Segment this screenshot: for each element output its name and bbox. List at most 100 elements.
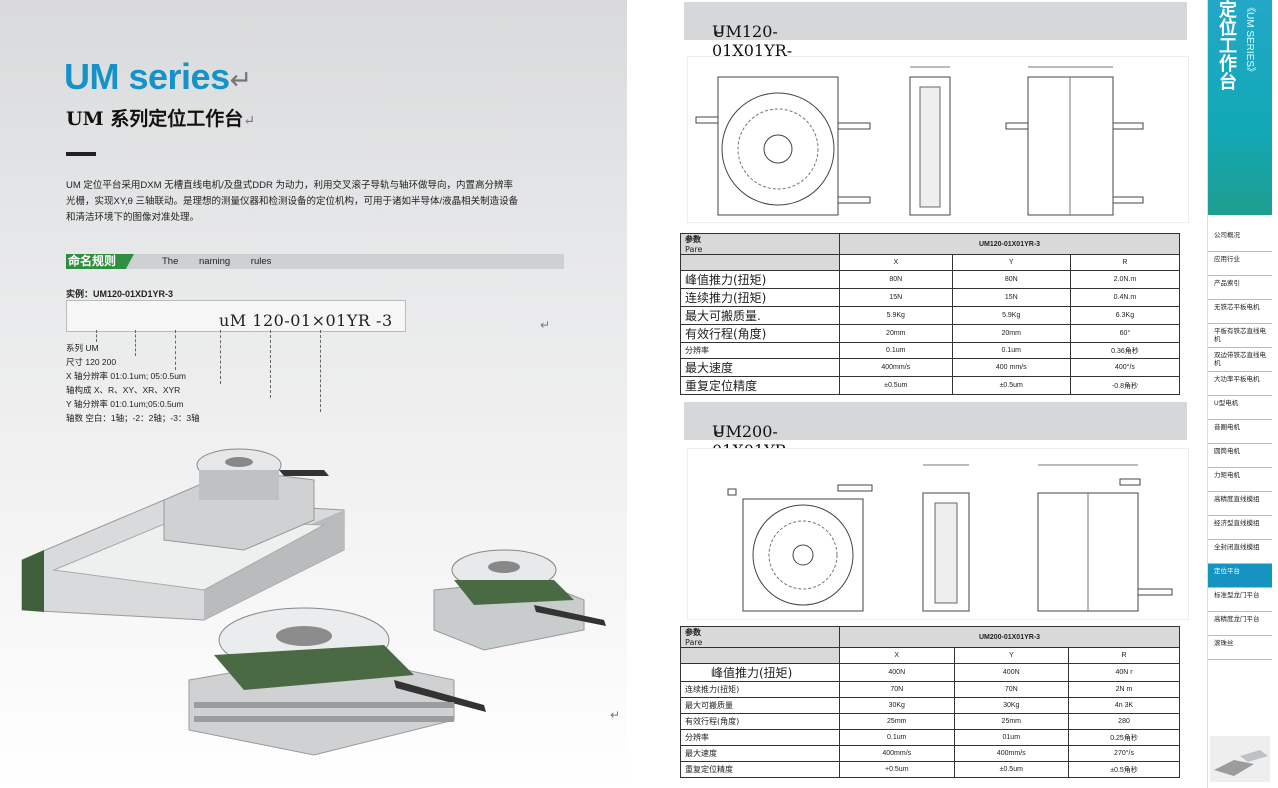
axis-head: X xyxy=(839,647,955,664)
pointer-line xyxy=(320,330,321,412)
side-nav-item[interactable]: 全封闭直线模组 xyxy=(1208,540,1272,564)
left-page: UM series↵ UM 系列定位工作台↵ UM 定位平台采用DXM 无槽直线… xyxy=(0,0,627,788)
def-item: 系列 UM xyxy=(66,343,99,353)
row-label: 峰值推力(扭矩) xyxy=(680,270,840,289)
cell-x: 30Kg xyxy=(839,697,955,714)
def-item: 轴构成 X、R、XY、XR、XYR xyxy=(66,385,181,395)
pointer-line xyxy=(135,330,136,356)
side-nav-item[interactable]: 无铁芯平板电机 xyxy=(1208,300,1272,324)
def-item: X 轴分辨率 01:0.1um; 05:0.5um xyxy=(66,371,186,381)
side-nav-item[interactable]: 圆筒电机 xyxy=(1208,444,1272,468)
dimension-drawing-um120 xyxy=(687,56,1189,223)
cell-r: -0.8角秒 xyxy=(1069,376,1181,395)
cell-y: 400 mm/s xyxy=(951,358,1071,377)
side-nav-item[interactable]: 音圈电机 xyxy=(1208,420,1272,444)
side-nav-item[interactable]: 产品索引 xyxy=(1208,276,1272,300)
axis-head: X xyxy=(839,254,953,271)
axis-head: R xyxy=(1069,254,1181,271)
def-item: 轴数 空白：1轴；-2：2轴；-3：3轴 xyxy=(66,413,200,423)
side-nav-item[interactable]: 高精度直线模组 xyxy=(1208,492,1272,516)
blank-cell xyxy=(680,254,840,271)
page-subtitle: UM 系列定位工作台↵ xyxy=(66,108,256,130)
cell-x: +0.5um xyxy=(839,761,955,778)
naming-tag: 命名规则 xyxy=(66,254,135,269)
row-label: 最大速度 xyxy=(680,745,840,762)
cell-y: 15N xyxy=(951,288,1071,307)
cell-x: 400N xyxy=(839,663,955,682)
side-nav-item[interactable]: 平板有铁芯直线电机 xyxy=(1208,324,1272,348)
row-label: 最大速度 xyxy=(680,358,840,377)
row-label: 重复定位精度 xyxy=(680,761,840,778)
pointer-line xyxy=(175,330,176,370)
model-code: uM 120-01×01YR -3 xyxy=(219,311,393,330)
page-title: UM series↵ xyxy=(64,56,252,97)
cell-r: 400°/s xyxy=(1069,358,1181,377)
axis-head: Y xyxy=(953,647,1070,664)
side-nav-item[interactable]: 高精度龙门平台 xyxy=(1208,612,1272,636)
side-nav-item[interactable]: 滚珠丝 xyxy=(1208,636,1272,660)
cell-y: 80N xyxy=(951,270,1071,289)
side-band-title: 定位工作台 xyxy=(1217,0,1237,90)
cell-x: 20mm xyxy=(839,324,953,343)
side-index: 定位工作台 《UM SERIES》 公司概况应用行业产品索引无铁芯平板电机平板有… xyxy=(1207,0,1278,788)
cell-y: ±0.5um xyxy=(953,761,1070,778)
pointer-line xyxy=(270,330,271,398)
side-nav-item[interactable]: 大功率平板电机 xyxy=(1208,372,1272,396)
side-nav-item[interactable]: 定位平台 xyxy=(1208,564,1272,588)
return-mark: ↵ xyxy=(610,708,621,722)
side-band: 定位工作台 《UM SERIES》 xyxy=(1208,0,1272,215)
cell-y: 01um xyxy=(953,729,1070,746)
table-row: 重复定位精度+0.5um±0.5um±0.5角秒 xyxy=(680,761,1180,778)
cell-y: 70N xyxy=(953,681,1070,698)
return-mark: ↵ xyxy=(540,318,551,332)
cell-r: 4n 3K xyxy=(1068,697,1180,714)
axis-head: Y xyxy=(951,254,1071,271)
row-label: 峰值推力(扭矩) xyxy=(680,663,840,682)
table-row: 重复定位精度±0.5um±0.5um-0.8角秒 xyxy=(680,376,1181,395)
side-nav-item[interactable]: U型电机 xyxy=(1208,396,1272,420)
side-nav-item[interactable]: 经济型直线模组 xyxy=(1208,516,1272,540)
model-code-box: uM 120-01×01YR -3 xyxy=(66,300,406,332)
cell-r: 6.3Kg xyxy=(1069,306,1181,325)
cell-y: 30Kg xyxy=(953,697,1070,714)
def-item: Y 轴分辨率 01:0.1um;05:0.5um xyxy=(66,399,184,409)
row-label: 有效行程(角度) xyxy=(680,324,840,343)
pointer-line xyxy=(96,330,97,342)
side-nav-item[interactable]: 双边带铁芯直线电机 xyxy=(1208,348,1272,372)
title-divider xyxy=(66,152,96,156)
side-band-sub: 《UM SERIES》 xyxy=(1244,2,1255,78)
row-label: 重复定位精度 xyxy=(680,376,840,395)
def-item: 尺寸 120 200 xyxy=(66,357,117,367)
side-nav-item[interactable]: 力矩电机 xyxy=(1208,468,1272,492)
blank-cell xyxy=(680,647,840,664)
cell-y: 25mm xyxy=(953,713,1070,730)
side-nav-item[interactable]: 应用行业 xyxy=(1208,252,1272,276)
row-label: 分辨率 xyxy=(680,729,840,746)
intro-paragraph: UM 定位平台采用DXM 无槽直线电机/及盘式DDR 为动力，利用交叉滚子导轨与… xyxy=(66,180,519,223)
section-header-um120: UM120-01X01YR-3↵ xyxy=(684,2,1187,79)
side-nav-item[interactable]: 公司概况 xyxy=(1208,228,1272,252)
cell-y: 400mm/s xyxy=(953,745,1070,762)
axis-head: R xyxy=(1068,647,1180,664)
section-header-um200: UM200-01X01YR-3↵ xyxy=(684,402,1187,479)
cell-r: ±0.5角秒 xyxy=(1068,761,1180,778)
thumbnail-image xyxy=(1210,736,1270,782)
row-label: 连续推力(扭矩) xyxy=(680,681,840,698)
side-nav-item[interactable]: 标准型龙门平台 xyxy=(1208,588,1272,612)
model-head: UM120-01X01YR-3 xyxy=(839,233,1180,255)
model-head: UM200-01X01YR-3 xyxy=(839,626,1180,648)
cell-x: 0.1um xyxy=(839,342,953,359)
row-label: 最大可搬质量. xyxy=(680,306,840,325)
product-illustration xyxy=(21,448,606,756)
cell-x: 25mm xyxy=(839,713,955,730)
